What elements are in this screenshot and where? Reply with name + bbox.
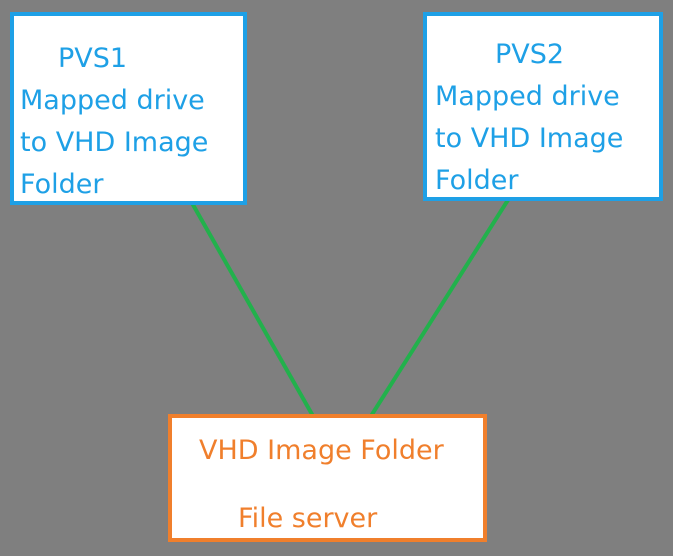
- pvs2-line-1: Mapped drive: [435, 81, 620, 112]
- pvs1-node: PVS1 Mapped drive to VHD Image Folder: [10, 12, 247, 205]
- fileserver-folder-label: VHD Image Folder: [199, 435, 444, 466]
- pvs2-line-3: Folder: [435, 165, 519, 196]
- pvs1-line-3: Folder: [20, 169, 104, 200]
- connector-pvs2-fileserver: [369, 198, 510, 418]
- fileserver-label: File server: [238, 503, 378, 534]
- fileserver-node: VHD Image Folder File server: [168, 414, 487, 542]
- pvs2-line-2: to VHD Image: [435, 123, 624, 154]
- pvs2-node: PVS2 Mapped drive to VHD Image Folder: [423, 12, 663, 201]
- pvs2-name: PVS2: [495, 39, 565, 70]
- pvs1-line-2: to VHD Image: [20, 127, 209, 158]
- pvs1-name: PVS1: [58, 43, 128, 74]
- connector-pvs1-fileserver: [190, 202, 315, 417]
- pvs1-line-1: Mapped drive: [20, 85, 205, 116]
